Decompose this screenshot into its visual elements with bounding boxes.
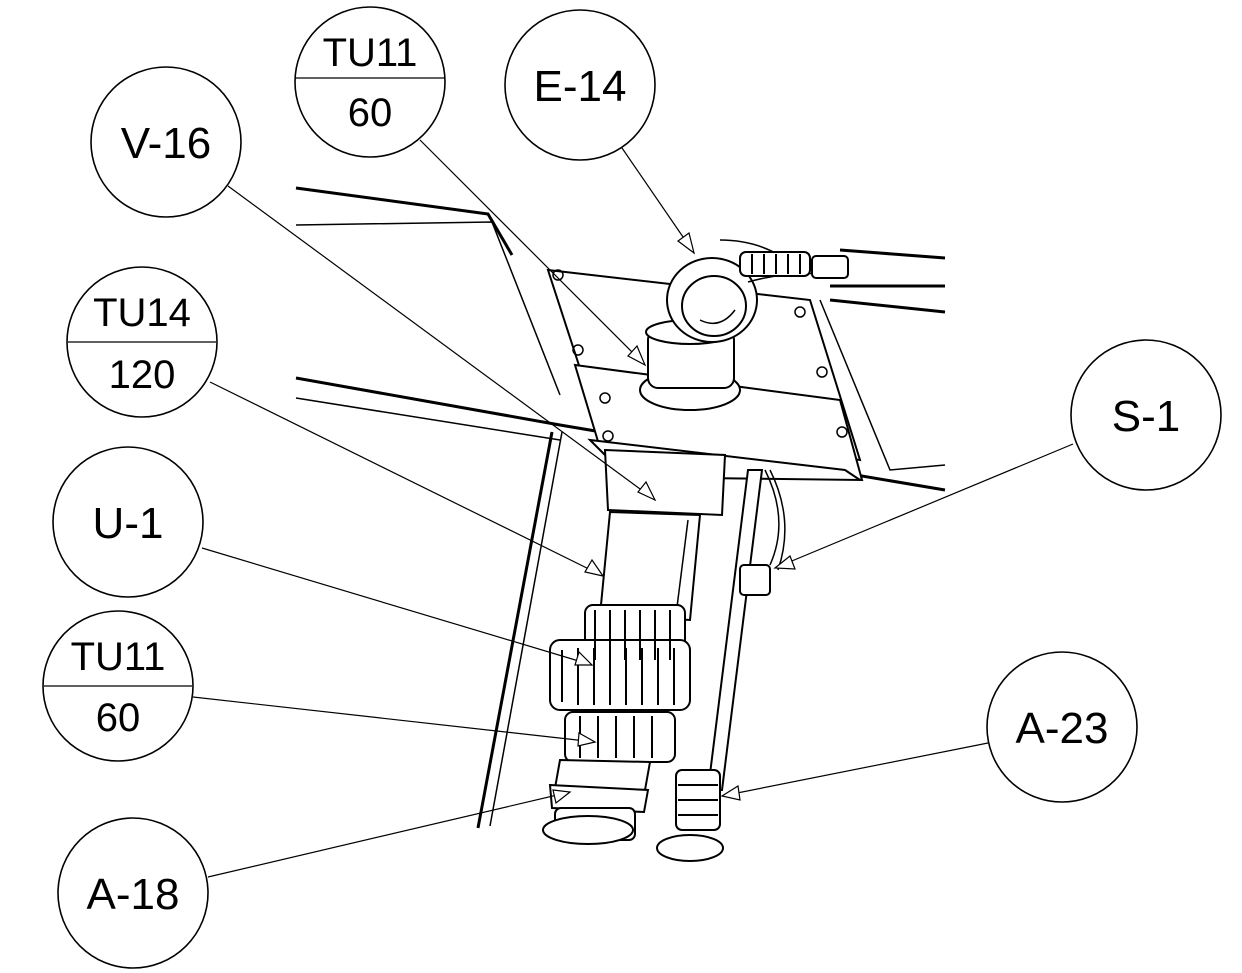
- leader-tu14: [209, 381, 604, 577]
- union-fitting: [549, 604, 691, 763]
- callout-e14: E-14: [504, 9, 656, 161]
- leader-tu11-top: [419, 139, 646, 366]
- arrowhead-a23: [720, 785, 741, 801]
- callout-e14-label: E-14: [534, 62, 627, 111]
- adapter-fitting: [542, 758, 652, 845]
- arrowhead-tu11-top: [627, 344, 647, 367]
- leader-e14: [621, 147, 695, 254]
- leader-tu11-bottom: [192, 696, 596, 743]
- callout-a23: A-23: [986, 651, 1138, 803]
- callout-u1: U-1: [52, 446, 204, 598]
- callout-tu11-bottom-qty: 60: [96, 696, 141, 740]
- callout-s1-label: S-1: [1112, 392, 1180, 441]
- callout-tu14-qty: 120: [109, 353, 176, 397]
- elbow-fitting: [645, 257, 758, 389]
- callout-tu14: TU14 120: [66, 266, 218, 418]
- leader-v16: [227, 185, 656, 501]
- callout-a23-label: A-23: [1016, 704, 1109, 753]
- arrowhead-tu14: [584, 558, 605, 577]
- callout-s1: S-1: [1070, 339, 1222, 491]
- arrowhead-tu11-bottom: [577, 732, 597, 747]
- arrowhead-v16: [637, 480, 657, 502]
- callout-tu11-top-qty: 60: [348, 91, 393, 135]
- arrowhead-u1: [574, 650, 594, 666]
- vertical-pipe: [598, 448, 727, 622]
- leader-lines: [192, 139, 1074, 878]
- callout-tu11-top-code: TU11: [323, 31, 418, 75]
- arrowhead-a18: [552, 789, 572, 805]
- leader-u1: [201, 547, 593, 666]
- leader-a18: [207, 791, 571, 878]
- enclosure-frame: [295, 186, 946, 829]
- callout-v16-label: V-16: [121, 119, 212, 168]
- arrowhead-s1: [773, 555, 796, 570]
- callout-a18: A-18: [57, 817, 209, 969]
- tube-connector: [656, 769, 724, 862]
- callout-tu11-top: TU11 60: [294, 6, 446, 158]
- callout-tu11-bottom-code: TU11: [71, 635, 166, 679]
- callout-a18-label: A-18: [87, 870, 180, 919]
- cable-bundle: [719, 239, 849, 283]
- sensor-tube: [706, 469, 786, 791]
- callout-tu14-code: TU14: [93, 291, 191, 335]
- callout-v16: V-16: [90, 66, 242, 218]
- callout-u1-label: U-1: [93, 499, 164, 548]
- leader-a23: [721, 742, 989, 797]
- arrowhead-e14: [676, 231, 695, 255]
- callout-tu11-bottom: TU11 60: [42, 610, 194, 762]
- leader-s1: [774, 443, 1074, 569]
